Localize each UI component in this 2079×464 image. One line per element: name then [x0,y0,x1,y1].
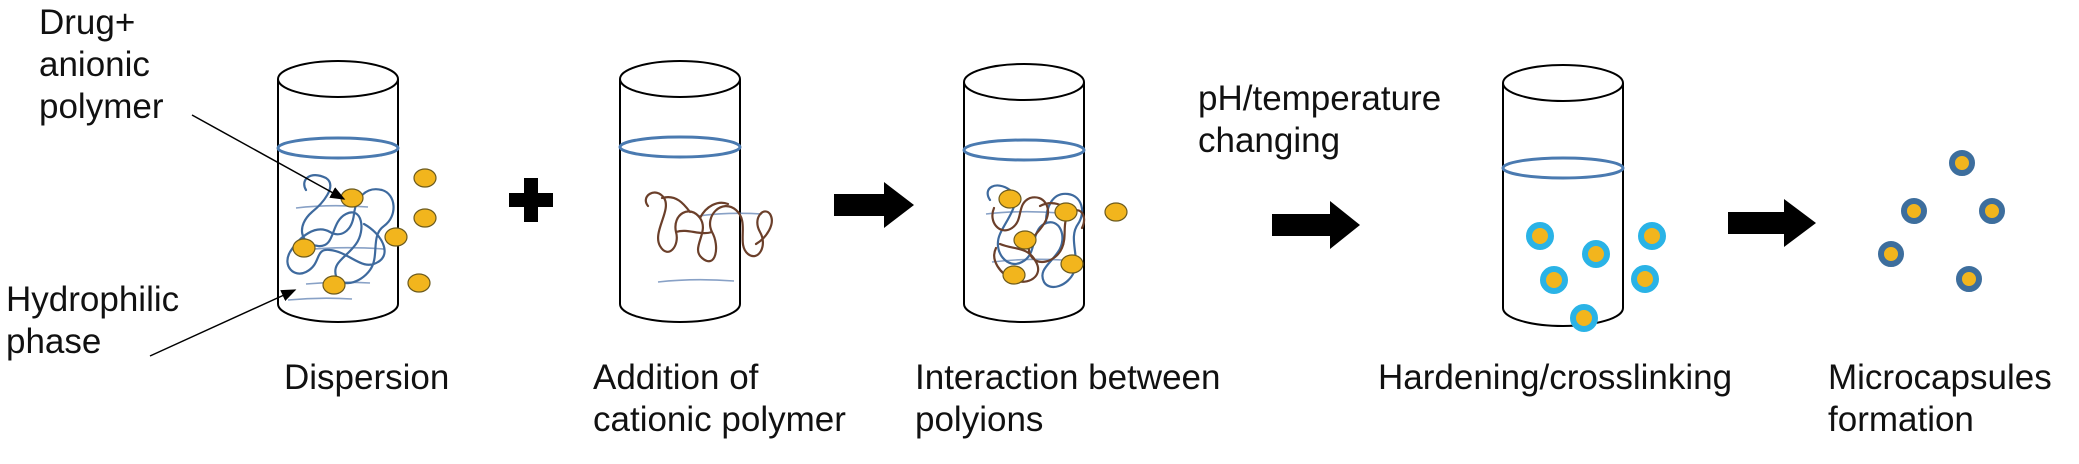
arrow-right-icon [1272,201,1360,249]
beaker-interaction [962,63,1128,323]
liquid-surface [618,135,742,159]
caption-microcapsules: Microcapsules formation [1828,358,2052,439]
liquid-surface [1501,156,1625,180]
drug-polymer-label: Drug+ anionic polymer [39,3,164,126]
pointer-hydrophilic [149,289,297,357]
beaker-cationic [618,60,773,323]
anionic-polymer-chain [286,174,395,285]
plus-icon [509,178,553,222]
water-lines [657,212,763,283]
liquid-surface [962,138,1086,162]
caption-hardening: Hardening/crosslinking [1378,358,1733,397]
pointer-drug [191,114,346,200]
liquid-surface [276,136,400,160]
drug-particles [998,189,1128,285]
arrow-right-icon [834,182,914,228]
drug-particles [292,168,437,295]
hydrophilic-phase-label: Hydrophilic phase [6,280,180,361]
cationic-polymer-chain [644,191,773,263]
caption-interaction: Interaction between polyions [915,358,1221,439]
microcapsules-in-liquid [1526,222,1666,332]
caption-dispersion: Dispersion [284,358,450,397]
beaker-dispersion [276,60,437,323]
beaker-hardening [1501,64,1666,332]
final-microcapsules [1878,150,2005,292]
ph-temperature-label: pH/temperature changing [1198,79,1442,160]
caption-addition: Addition of cationic polymer [593,358,846,439]
arrow-right-icon [1728,199,1816,247]
